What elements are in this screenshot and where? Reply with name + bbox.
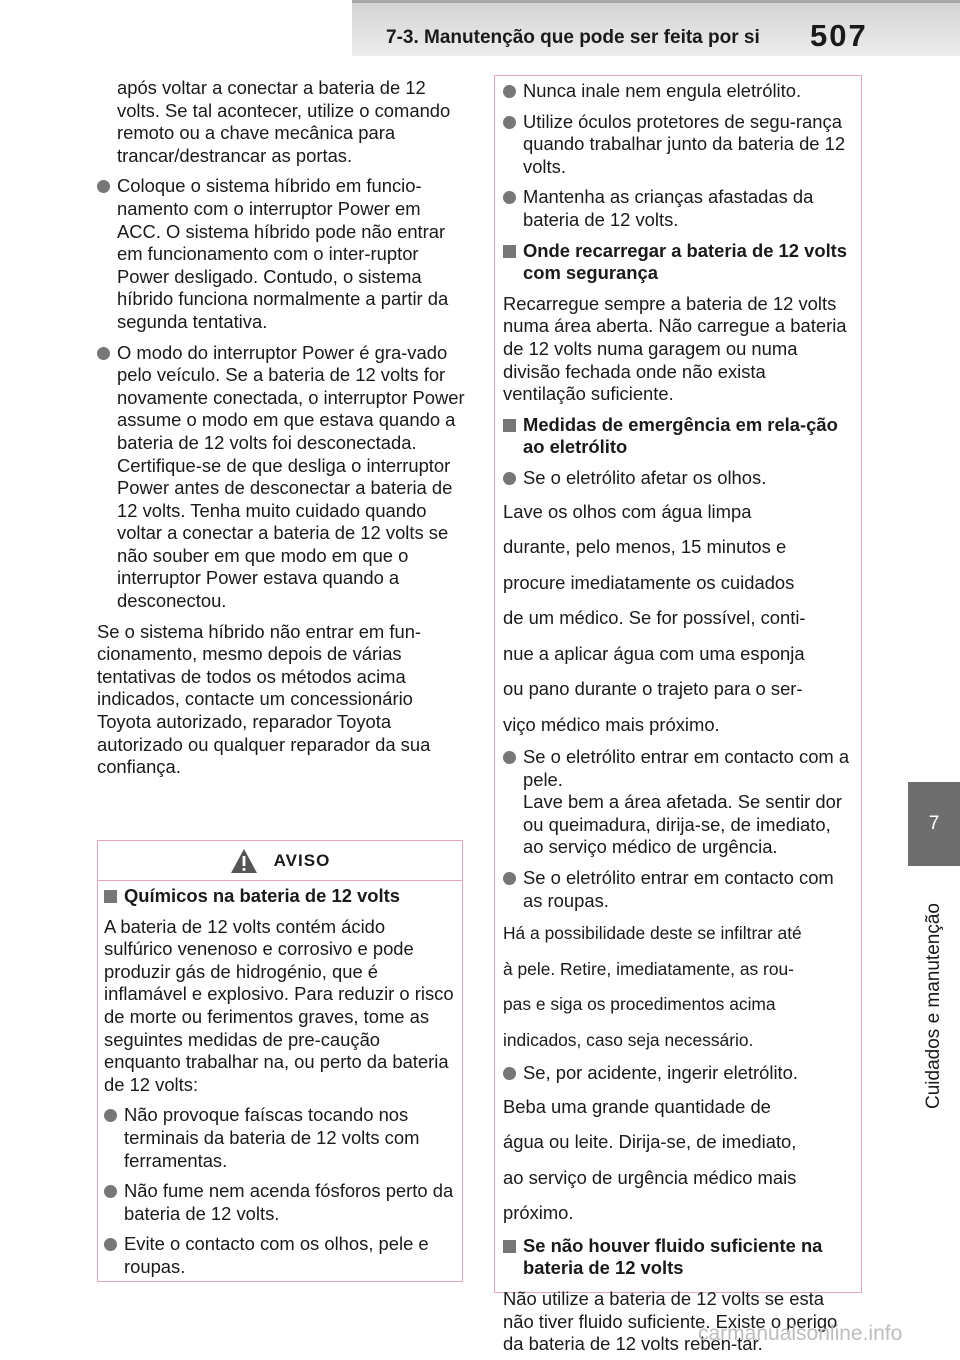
list-item: Evite o contacto com os olhos, pele e ro… (104, 1233, 456, 1278)
bullet-dot-icon (97, 346, 110, 360)
header-bar (352, 0, 960, 56)
list-item: Se o eletrólito afetar os olhos. (503, 467, 853, 490)
warning-heading: Químicos na bateria de 12 volts (104, 885, 456, 908)
subheading: Onde recarregar a bateria de 12 volts co… (503, 240, 853, 285)
bullet-dot-icon (104, 1185, 117, 1199)
square-bullet-icon (104, 890, 117, 903)
left-column: após voltar a conectar a bateria de 12 v… (97, 77, 467, 787)
list-item: Nunca inale nem engula eletrólito. (503, 80, 853, 103)
warning-triangle-icon (230, 848, 257, 873)
square-bullet-icon (503, 418, 516, 432)
bullet-dot-icon (97, 180, 110, 194)
list-item: O modo do interruptor Power é gra-vado p… (97, 342, 467, 613)
bullet-dot-icon (503, 191, 516, 205)
warning-intro: A bateria de 12 volts contém ácido sulfú… (104, 915, 454, 1095)
list-item: Se o eletrólito entrar em contacto com a… (503, 746, 853, 859)
subheading: Medidas de emergência em rela-ção ao ele… (503, 414, 853, 459)
paragraph: Recarregue sempre a bateria de 12 volts … (503, 292, 847, 405)
subheading: Se não houver fluido suficiente na bater… (503, 1235, 853, 1280)
list-item: Utilize óculos protetores de segu-rança … (503, 111, 853, 179)
bullet-dot-icon (104, 1109, 117, 1123)
chapter-tab: 7 (908, 782, 960, 866)
chapter-number: 7 (928, 813, 940, 834)
paragraph: Se o sistema híbrido não entrar em fun-c… (97, 620, 431, 778)
section-title: 7-3. Manutenção que pode ser feita por s… (386, 27, 760, 48)
clothes-instructions: Há a possibilidade deste se infiltrar at… (503, 923, 802, 1050)
bullet-dot-icon (503, 471, 516, 485)
bullet-dot-icon (503, 85, 516, 98)
list-item: Não fume nem acenda fósforos perto da ba… (104, 1180, 456, 1225)
bullet-dot-icon (503, 871, 516, 885)
watermark: carmanualsonline.info (698, 1322, 903, 1345)
warning-box: AVISO Químicos na bateria de 12 volts A … (97, 840, 463, 1282)
list-item: Coloque o sistema híbrido em funcio-name… (97, 175, 467, 333)
continued-text: após voltar a conectar a bateria de 12 v… (117, 77, 451, 166)
bullet-dot-icon (104, 1238, 117, 1252)
bullet-dot-icon (503, 751, 516, 764)
warning-label: AVISO (273, 850, 331, 870)
list-item: Não provoque faíscas tocando nos termina… (104, 1104, 456, 1172)
list-item: Se, por acidente, ingerir eletrólito. (503, 1062, 853, 1085)
list-item: Mantenha as crianças afastadas da bateri… (503, 186, 853, 231)
square-bullet-icon (503, 244, 516, 258)
right-warning-box: Nunca inale nem engula eletrólito. Utili… (494, 75, 862, 1354)
warning-header: AVISO (98, 841, 462, 881)
chapter-label: Cuidados e manutenção (923, 903, 944, 1109)
page-number: 507 (810, 18, 868, 53)
bullet-dot-icon (503, 115, 516, 129)
paragraph: Não utilize a bateria de 12 volts se est… (503, 1287, 838, 1355)
square-bullet-icon (503, 1239, 516, 1253)
list-item: Se o eletrólito entrar em contacto com a… (503, 867, 853, 912)
ingest-instructions: Beba uma grande quantidade de água ou le… (503, 1095, 797, 1224)
eyes-instructions: Lave os olhos com água limpa durante, pe… (503, 500, 806, 735)
bullet-dot-icon (503, 1067, 516, 1081)
